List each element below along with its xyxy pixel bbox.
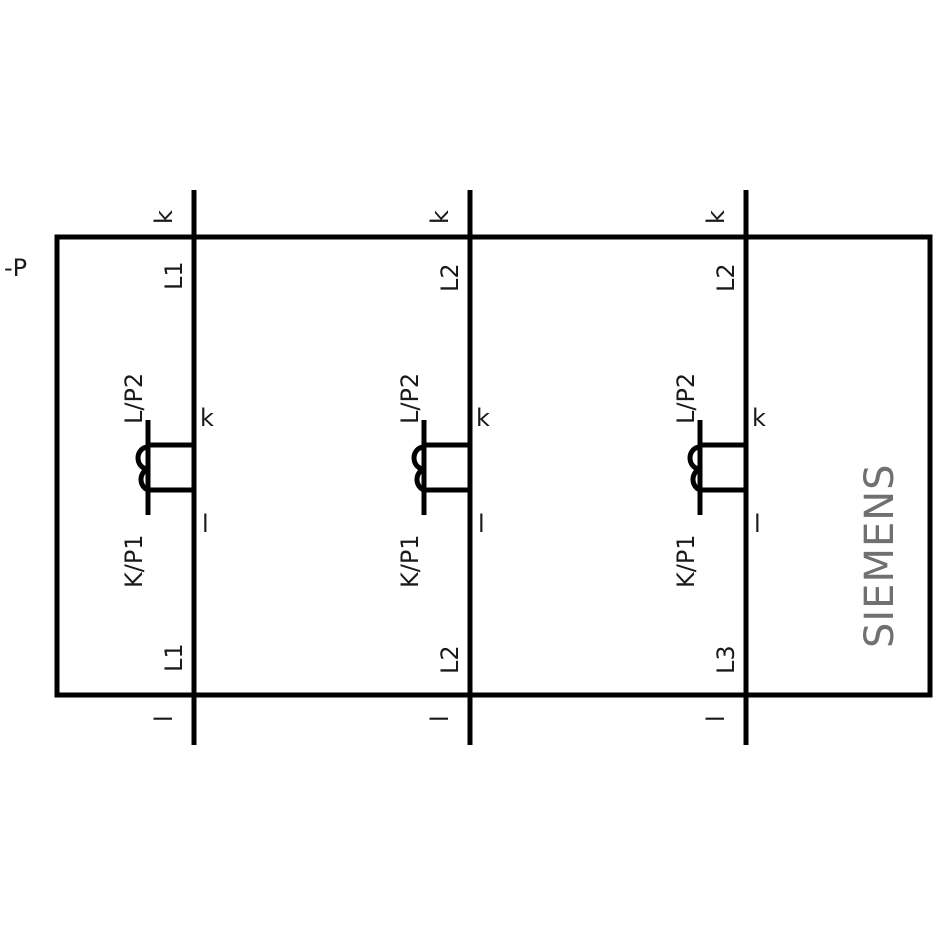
secondary-l-label: l [202, 510, 209, 538]
bottom-terminal-label: l [702, 715, 730, 722]
coil-bottom-label: K/P1 [120, 534, 148, 588]
secondary-l-label: l [754, 510, 761, 538]
bottom-line-label: L1 [160, 643, 188, 672]
top-line-label: L2 [712, 263, 740, 292]
bottom-terminal-label: l [426, 715, 454, 722]
phase-3: k L2 L/P2 K/P1 k l L3 l [672, 190, 766, 745]
bottom-line-label: L2 [436, 645, 464, 674]
top-line-label: L1 [160, 261, 188, 290]
device-designation: -P [4, 254, 27, 282]
coil-icon [135, 444, 150, 493]
phase-2: k L2 L/P2 K/P1 k l L2 l [396, 190, 490, 745]
secondary-l-label: l [478, 510, 485, 538]
coil-icon [687, 444, 702, 493]
top-terminal-label: k [150, 210, 178, 224]
secondary-k-label: k [200, 404, 214, 432]
brand-label: SIEMENS [857, 463, 903, 648]
coil-top-label: L/P2 [672, 373, 700, 424]
coil-icon [411, 444, 426, 493]
bottom-terminal-label: l [150, 715, 178, 722]
top-terminal-label: k [426, 210, 454, 224]
phase-1: k L1 L/P2 K/P1 k l L1 l [120, 190, 214, 745]
secondary-k-label: k [476, 404, 490, 432]
bottom-line-label: L3 [712, 645, 740, 674]
device-frame [54, 234, 933, 698]
coil-bottom-label: K/P1 [672, 534, 700, 588]
coil-bottom-label: K/P1 [396, 534, 424, 588]
top-terminal-label: k [702, 210, 730, 224]
coil-top-label: L/P2 [120, 373, 148, 424]
secondary-k-label: k [752, 404, 766, 432]
top-line-label: L2 [436, 263, 464, 292]
coil-top-label: L/P2 [396, 373, 424, 424]
